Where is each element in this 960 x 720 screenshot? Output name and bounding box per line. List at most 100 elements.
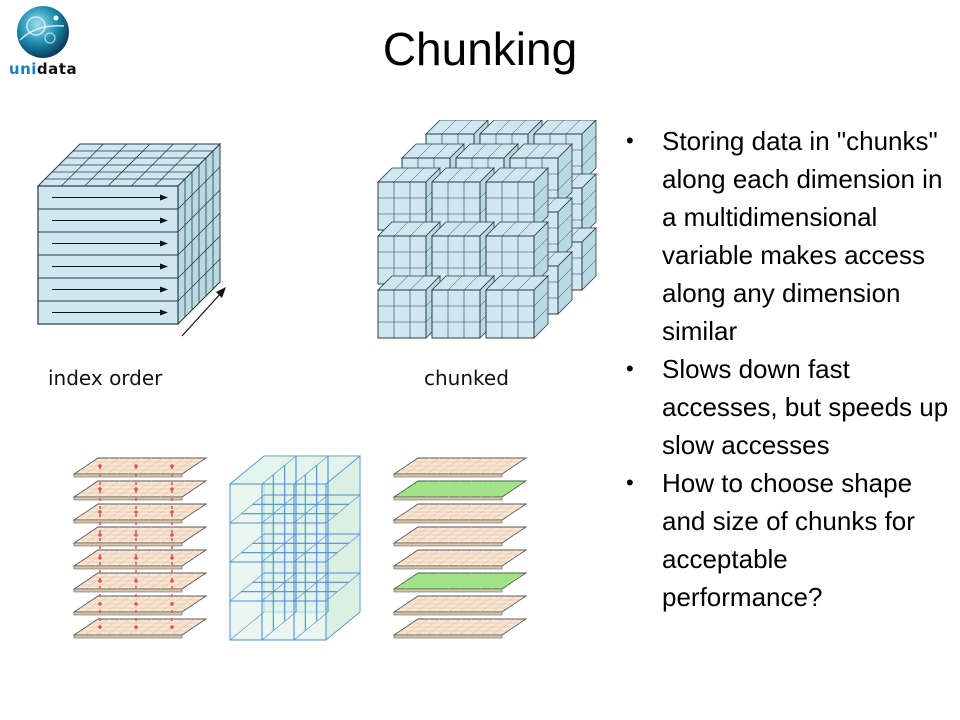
- chunk-grid-line: [549, 120, 565, 135]
- red-column-point: [134, 579, 138, 583]
- chunk-depth-line: [293, 572, 329, 602]
- row-arrow-head: [160, 309, 168, 316]
- slab-edge: [393, 542, 503, 547]
- chunk-depth-line: [261, 572, 297, 602]
- chunk-depth-line: [325, 455, 361, 485]
- chunk-grid-line: [511, 120, 527, 135]
- chunk-grid-line: [557, 229, 573, 245]
- red-column-point: [98, 625, 102, 629]
- chunk-grid-line: [463, 221, 479, 237]
- red-column-point: [134, 510, 138, 514]
- red-column-point: [98, 556, 102, 560]
- slab-stack-column-access-figure: [72, 457, 208, 639]
- chunk-front: [377, 289, 427, 339]
- chunk-grid-line: [557, 283, 573, 299]
- slab-edge: [393, 519, 503, 524]
- chunk-grid-line: [533, 291, 549, 307]
- bullet-dot-icon: •: [626, 128, 634, 153]
- chunk-grid-line: [541, 143, 557, 159]
- chunk-grid-line: [495, 120, 511, 135]
- chunk-grid-line: [393, 221, 409, 237]
- red-column-point: [170, 487, 174, 491]
- chunk-depth-line: [325, 533, 361, 563]
- chunk-grid-line: [517, 167, 533, 183]
- chunk-grid-line: [517, 221, 533, 237]
- chunk-grid-line: [565, 120, 581, 135]
- chunked-caption: chunked: [424, 366, 509, 390]
- chunk-grid-line: [501, 275, 517, 291]
- chunk-depth-line: [293, 455, 329, 485]
- bullet-item: •Storing data in "chunks" along each dim…: [620, 122, 950, 350]
- slab-edge: [73, 519, 183, 524]
- chunk-depth-line: [261, 455, 297, 485]
- bullet-dot-icon: •: [626, 470, 634, 495]
- depth-arrow: [181, 291, 223, 337]
- chunk-grid-line: [457, 120, 473, 135]
- slab-edge: [393, 565, 503, 570]
- slab-edge: [73, 473, 183, 478]
- chunk-grid-line: [501, 167, 517, 183]
- depth-arrow-head: [216, 287, 226, 298]
- slab-edge: [73, 634, 183, 639]
- chunked-cube-figure: [377, 120, 597, 339]
- chunk-grid-line: [581, 259, 597, 275]
- red-column-point: [170, 556, 174, 560]
- chunk-grid-line: [533, 237, 549, 253]
- red-column-point: [98, 602, 102, 606]
- chunk-depth-line: [261, 611, 297, 641]
- slab-edge: [393, 496, 503, 501]
- red-column-point: [134, 533, 138, 537]
- chunk-depth-line: [261, 533, 297, 563]
- bullet-list: •Storing data in "chunks" along each dim…: [620, 122, 950, 616]
- red-column-point: [170, 625, 174, 629]
- unidata-globe-icon: [17, 6, 69, 58]
- chunk-grid-line: [447, 221, 463, 237]
- red-column-point: [134, 602, 138, 606]
- red-column-point: [98, 533, 102, 537]
- bullet-item: •Slows down fast accesses, but speeds up…: [620, 350, 950, 464]
- logo-wordmark: unidata: [8, 60, 78, 78]
- index-order-cube-figure: [36, 142, 226, 337]
- chunk-grid-line: [581, 189, 597, 205]
- chunk-grid-line: [501, 221, 517, 237]
- chunk-depth-line: [229, 611, 265, 641]
- row-arrow-head: [160, 286, 168, 293]
- red-column-point: [98, 487, 102, 491]
- chunk-grid-line: [581, 151, 597, 167]
- chunk-depth-line: [293, 533, 329, 563]
- slab-edge: [73, 496, 183, 501]
- chunk-depth-line: [261, 494, 297, 524]
- row-arrow-head: [160, 263, 168, 270]
- bullet-item: •How to choose shape and size of chunks …: [620, 464, 950, 616]
- cube-grid-line: [177, 258, 221, 302]
- chunk-front: [485, 289, 535, 339]
- chunk-front: [431, 289, 481, 339]
- chunk-grid-line: [581, 205, 597, 221]
- chunk-grid-line: [525, 143, 541, 159]
- chunk-grid-line: [533, 307, 549, 323]
- red-column-point: [170, 464, 174, 468]
- chunk-grid-line: [517, 275, 533, 291]
- chunk-grid-line: [447, 275, 463, 291]
- chunk-grid-line: [533, 253, 549, 269]
- chunk-depth-line: [293, 494, 329, 524]
- slab-edge: [393, 634, 503, 639]
- chunk-grid-line: [533, 199, 549, 215]
- chunk-grid-line: [409, 167, 425, 183]
- row-arrow-head: [160, 194, 168, 201]
- slab-edge: [73, 611, 183, 616]
- chunk-grid-line: [471, 143, 487, 159]
- chunk-grid-line: [409, 221, 425, 237]
- chunk-depth-line: [229, 572, 265, 602]
- slab-edge: [73, 542, 183, 547]
- chunk-grid-line: [581, 243, 597, 259]
- index-order-caption: index order: [48, 366, 163, 390]
- chunk-grid-line: [409, 275, 425, 291]
- chunk-grid-line: [487, 143, 503, 159]
- red-column-point: [98, 579, 102, 583]
- chunk-grid-line: [557, 175, 573, 191]
- chunk-grid-line: [417, 143, 433, 159]
- red-column-point: [170, 579, 174, 583]
- chunk-grid-line: [533, 183, 549, 199]
- slab-edge: [393, 588, 503, 593]
